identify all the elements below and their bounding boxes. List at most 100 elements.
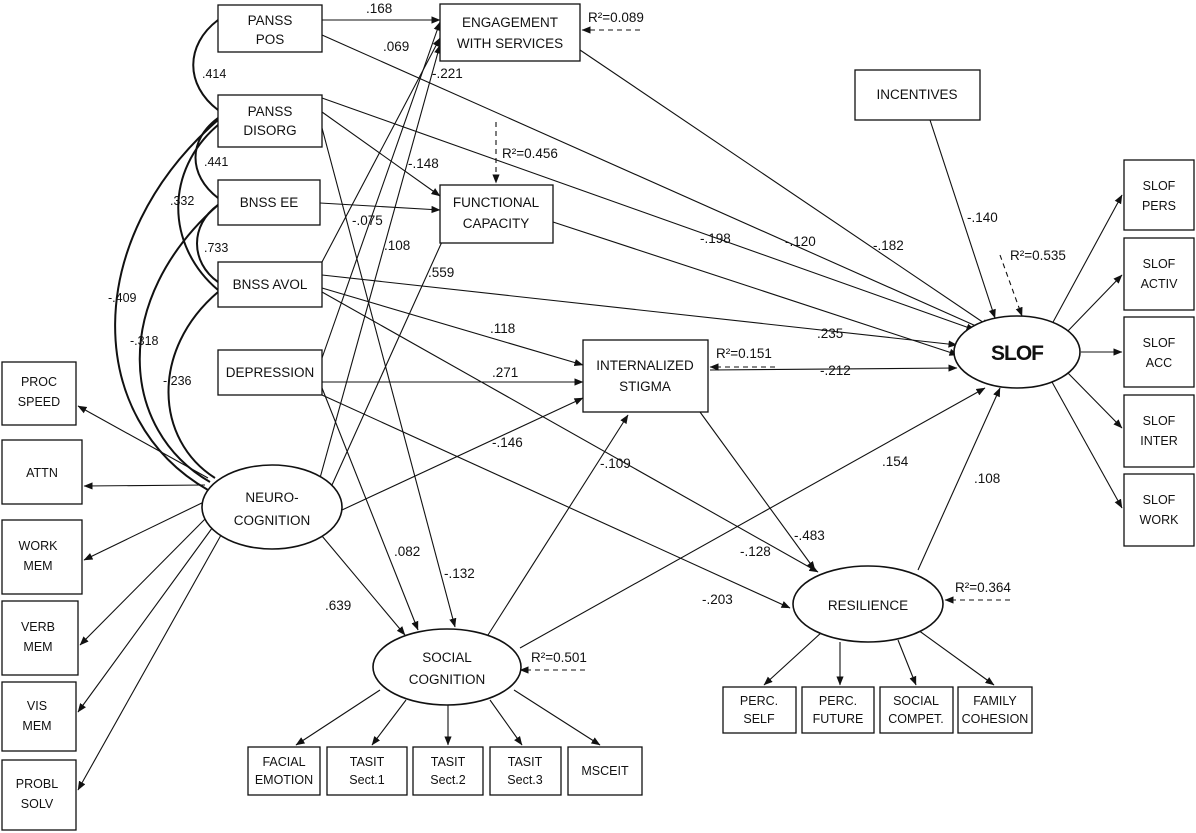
node-perc-self-box bbox=[722, 686, 797, 734]
label-disorg-functional: -.148 bbox=[408, 156, 439, 171]
cov-disorg-avol bbox=[177, 124, 219, 291]
node-slof bbox=[953, 315, 1081, 389]
node-bnss-avol-label: BNSS AVOL bbox=[233, 277, 308, 292]
node-perc-future-line1: PERC. bbox=[819, 694, 857, 708]
node-panss-pos-line1: PANSS bbox=[248, 13, 293, 28]
node-slof-acc-line1: SLOF bbox=[1143, 336, 1176, 350]
edge-neuro-to-engagement bbox=[319, 44, 442, 479]
edge-neuro-to-probl-solv bbox=[77, 527, 226, 791]
node-tasit1-line1: TASIT bbox=[350, 755, 385, 769]
node-depression-label: DEPRESSION bbox=[226, 365, 315, 380]
node-tasit2-line2: Sect.2 bbox=[430, 773, 465, 787]
node-slof-pers-line1: SLOF bbox=[1143, 179, 1176, 193]
label-cov-disorg-avol: .332 bbox=[170, 194, 194, 208]
edge-social-to-slof bbox=[519, 387, 986, 649]
edge-depression-to-engagement bbox=[321, 21, 441, 359]
node-verb-mem-line1: VERB bbox=[21, 620, 55, 634]
node-work-mem-box bbox=[1, 519, 83, 595]
edge-social-to-stigma bbox=[487, 414, 629, 636]
label-r2-social: R²=0.501 bbox=[531, 650, 587, 665]
edge-neuro-to-social bbox=[321, 535, 406, 636]
node-functional-line1: FUNCTIONAL bbox=[453, 195, 540, 210]
label-disorg-social: -.075 bbox=[352, 213, 383, 228]
edge-stigma-to-resilience bbox=[699, 411, 816, 571]
r2-arrow-slof bbox=[999, 254, 1023, 317]
node-tasit3-box bbox=[489, 746, 562, 796]
label-neuro-stigma: -.146 bbox=[492, 435, 523, 450]
label-pos-engagement: .168 bbox=[366, 1, 392, 16]
node-stigma-box bbox=[582, 339, 709, 413]
node-attn-label: ATTN bbox=[26, 466, 58, 480]
edge-pos-to-slof bbox=[321, 34, 986, 331]
node-incentives-label: INCENTIVES bbox=[876, 87, 957, 102]
node-slof-acc-box bbox=[1123, 316, 1195, 388]
label-r2-slof: R²=0.535 bbox=[1010, 248, 1066, 263]
node-facial-box bbox=[247, 746, 321, 796]
node-social-compet-line1: SOCIAL bbox=[893, 694, 939, 708]
node-work-mem-line2: MEM bbox=[23, 559, 52, 573]
node-verb-mem-line2: MEM bbox=[23, 640, 52, 654]
node-slof-pers-line2: PERS bbox=[1142, 199, 1176, 213]
node-slof-activ-box bbox=[1123, 237, 1195, 311]
edge-resilience-to-perc-self bbox=[763, 631, 823, 686]
label-cov-ee-avol: .733 bbox=[204, 241, 228, 255]
edge-engagement-to-slof bbox=[579, 49, 991, 328]
label-social-slof: .154 bbox=[882, 454, 909, 469]
node-tasit2-box bbox=[412, 746, 484, 796]
node-proc-speed-line2: SPEED bbox=[18, 395, 60, 409]
edge-depression-to-resilience bbox=[321, 394, 791, 609]
label-stigma-resilience: -.483 bbox=[794, 528, 825, 543]
label-functional-slof: -.120 bbox=[785, 234, 816, 249]
label-disorg-social2: -.132 bbox=[444, 566, 475, 581]
edge-ee-to-functional bbox=[319, 202, 441, 214]
edge-resilience-to-family bbox=[917, 629, 995, 686]
node-incentives-box bbox=[854, 69, 981, 121]
cov-avol-neuro bbox=[167, 291, 219, 479]
node-slof-inter-box bbox=[1123, 394, 1195, 468]
node-neuro-line2: COGNITION bbox=[234, 513, 311, 528]
node-engagement-box bbox=[439, 3, 581, 62]
node-perc-self-line1: PERC. bbox=[740, 694, 778, 708]
edge-neuro-to-vis-mem bbox=[77, 519, 219, 713]
edge-slof-to-work bbox=[1051, 381, 1123, 509]
edge-social-to-tasit1 bbox=[371, 699, 407, 746]
node-vis-mem-box bbox=[1, 681, 77, 752]
node-probl-solv-line1: PROBL bbox=[16, 777, 58, 791]
label-incentives-slof: -.140 bbox=[967, 210, 998, 225]
node-functional-line2: CAPACITY bbox=[463, 216, 530, 231]
edge-neuro-to-verb-mem bbox=[79, 511, 213, 646]
nodes: PANSS POS PANSS DISORG BNSS EE BNSS AVOL… bbox=[1, 3, 1195, 831]
node-social-cognition bbox=[372, 628, 522, 706]
node-tasit3-line1: TASIT bbox=[508, 755, 543, 769]
label-ee-functional: .108 bbox=[384, 238, 410, 253]
label-cov-avol-neuro: -.236 bbox=[163, 374, 192, 388]
edge-neuro-to-stigma bbox=[341, 397, 584, 511]
edge-slof-to-inter bbox=[1064, 369, 1123, 429]
node-social-compet-line2: COMPET. bbox=[888, 712, 944, 726]
label-cov-disorg-ee: .441 bbox=[204, 155, 228, 169]
node-family-line1: FAMILY bbox=[973, 694, 1017, 708]
edge-avol-to-resilience bbox=[321, 291, 819, 573]
edge-social-to-msceit bbox=[513, 689, 601, 746]
edge-depression-to-social bbox=[321, 387, 419, 631]
node-vis-mem-line2: MEM bbox=[22, 719, 51, 733]
edge-avol-to-engagement bbox=[321, 37, 441, 263]
node-slof-pers-box bbox=[1123, 159, 1195, 231]
node-tasit2-line1: TASIT bbox=[431, 755, 466, 769]
label-r2-functional: R²=0.456 bbox=[502, 146, 558, 161]
edge-stigma-to-slof bbox=[709, 364, 958, 372]
node-family-box bbox=[957, 686, 1033, 734]
edge-slof-to-pers bbox=[1051, 194, 1123, 325]
node-bnss-avol-box bbox=[217, 261, 323, 308]
node-slof-work-line1: SLOF bbox=[1143, 493, 1176, 507]
node-engagement-line1: ENGAGEMENT bbox=[462, 15, 558, 30]
edge-labels: .168 .069 -.221 -.148 -.075 .108 .559 -.… bbox=[108, 1, 1066, 665]
label-social-resilience: -.203 bbox=[702, 592, 733, 607]
label-engagement-slof: -.182 bbox=[873, 238, 904, 253]
node-social-line2: COGNITION bbox=[409, 672, 486, 687]
node-probl-solv-line2: SOLV bbox=[21, 797, 54, 811]
label-avol-resilience: -.109 bbox=[600, 456, 631, 471]
node-resilience-label: RESILIENCE bbox=[828, 598, 908, 613]
cov-disorg-neuro bbox=[114, 119, 219, 491]
node-attn-box bbox=[1, 439, 83, 505]
